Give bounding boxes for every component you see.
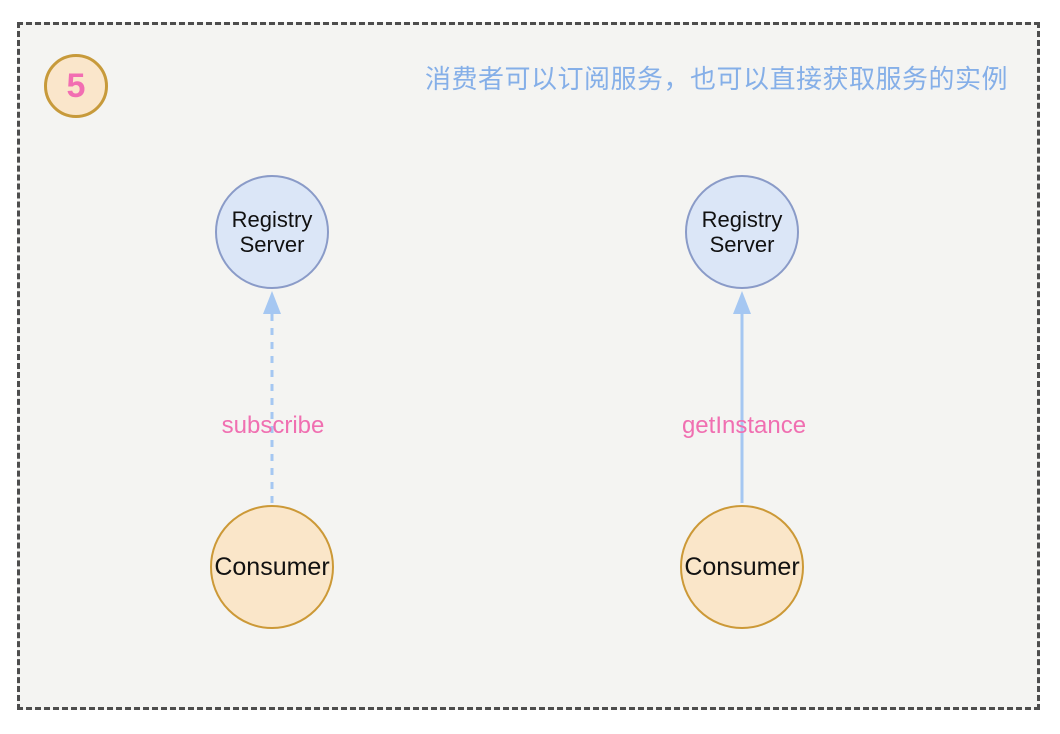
consumer-node-left: Consumer xyxy=(210,505,334,629)
registry-server-label: Registry Server xyxy=(231,206,313,257)
registry-server-node-left: Registry Server xyxy=(215,175,329,289)
diagram-canvas: 5 消费者可以订阅服务，也可以直接获取服务的实例 xyxy=(17,22,1040,710)
getinstance-edge-label: getInstance xyxy=(681,412,807,439)
consumer-label: Consumer xyxy=(214,552,330,581)
diagram-title: 消费者可以订阅服务，也可以直接获取服务的实例 xyxy=(425,64,1009,94)
step-badge: 5 xyxy=(44,54,108,118)
registry-server-node-right: Registry Server xyxy=(685,175,799,289)
step-badge-number: 5 xyxy=(66,66,86,105)
consumer-node-right: Consumer xyxy=(680,505,804,629)
subscribe-edge-label: subscribe xyxy=(221,412,325,439)
consumer-label: Consumer xyxy=(684,552,800,581)
registry-server-label: Registry Server xyxy=(701,206,783,257)
